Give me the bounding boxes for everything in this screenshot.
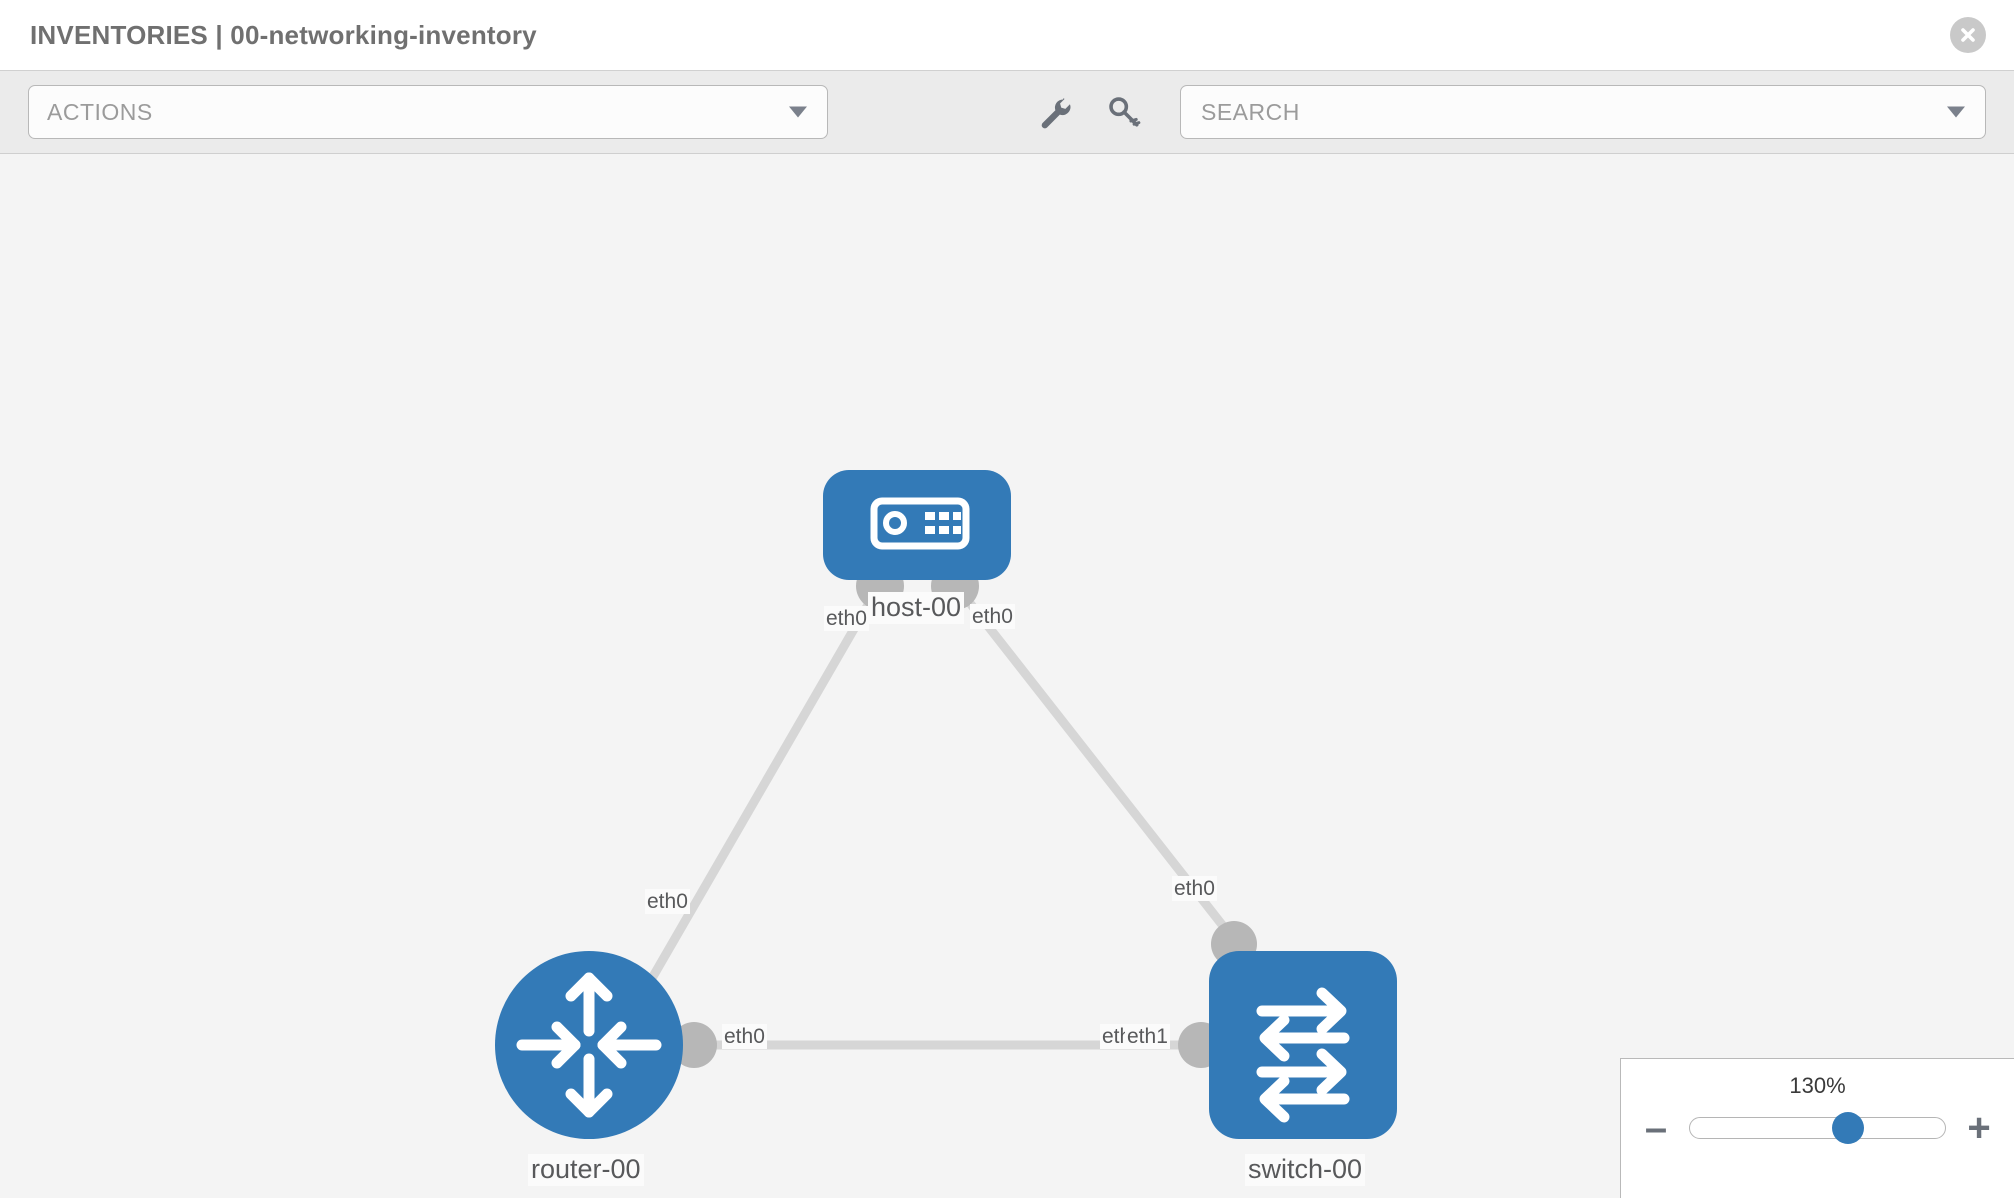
node-switch-00[interactable] [1209,951,1397,1139]
iface-label-host-left: eth0 [824,606,869,632]
iface-label-router-to-switch: eth0 [722,1024,767,1050]
zoom-out-button[interactable]: – [1644,1106,1668,1150]
zoom-in-button[interactable]: + [1967,1106,1991,1150]
wrench-icon[interactable] [1035,93,1073,131]
actions-dropdown[interactable]: ACTIONS [28,85,828,139]
actions-dropdown-label: ACTIONS [47,98,153,125]
page-title: INVENTORIES | 00-networking-inventory [30,19,537,50]
close-icon[interactable] [1950,17,1986,53]
zoom-control-panel: 130% – + [1620,1058,2014,1198]
toolbar: ACTIONS [0,70,2014,154]
page-header: INVENTORIES | 00-networking-inventory [0,0,2014,70]
key-icon[interactable] [1105,93,1143,131]
iface-label-switch-to-host: eth0 [1172,876,1217,902]
node-host-00[interactable] [823,470,1011,580]
node-router-00[interactable] [495,951,683,1139]
topology-graph [495,470,1397,1139]
search-field[interactable] [1180,85,1986,139]
node-label-router-00: router-00 [528,1154,644,1186]
chevron-down-icon[interactable] [1947,106,1965,118]
iface-label-host-right: eth0 [970,604,1015,630]
link-group [635,579,1250,1050]
router-arrows-icon [516,972,662,1118]
node-label-host-00: host-00 [868,592,965,624]
zoom-slider-track[interactable] [1689,1112,1946,1144]
zoom-slider-thumb[interactable] [1832,1112,1865,1144]
topology-canvas[interactable]: eth0 eth0 eth0 eth0 eth0 eth0 eth1 host-… [0,154,2014,1198]
chevron-down-icon [789,106,807,118]
zoom-level-value: 130% [1789,1073,1846,1098]
iface-label-router-to-host: eth0 [645,889,690,915]
node-label-switch-00: switch-00 [1245,1154,1366,1186]
server-appliance-icon [870,497,970,550]
zoom-slider-row: – + [1621,1106,2014,1150]
connector-group [671,562,1257,1068]
connector-router-eth0 [671,1022,717,1068]
switch-arrows-icon [1256,987,1350,1123]
link-router-host [635,579,885,1004]
toolbar-icon-group [1035,93,1143,131]
iface-label-switch-to-router: eth1 [1125,1024,1170,1050]
search-input[interactable] [1199,97,1967,127]
